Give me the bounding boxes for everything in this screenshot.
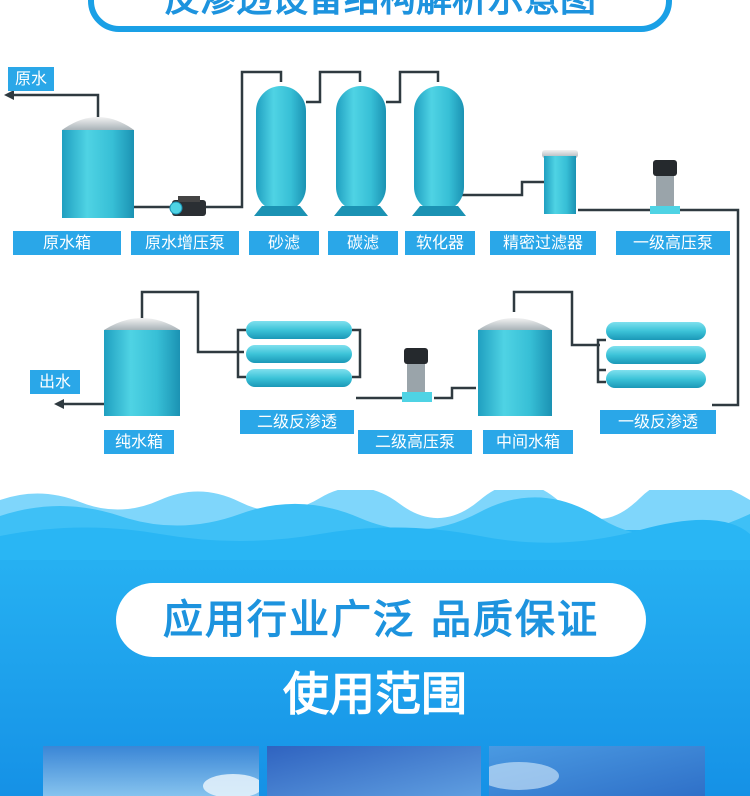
ro-membranes-1 (606, 322, 706, 388)
label-sand-filter: 砂滤 (249, 231, 319, 255)
label-raw-water-tank: 原水箱 (13, 231, 121, 255)
label-carbon-filter: 碳滤 (328, 231, 398, 255)
photo-sky-1 (43, 746, 259, 796)
label-pure-tank: 纯水箱 (104, 430, 174, 454)
high-pressure-pump-1 (650, 160, 680, 214)
flow-arrows (4, 90, 64, 409)
diagram-title: 反渗透设备结构解析示意图 (88, 0, 672, 32)
pure-water-tank (104, 318, 180, 416)
label-precision-filter: 精密过滤器 (490, 231, 596, 255)
precision-filter (542, 150, 578, 214)
label-pump-2: 二级高压泵 (358, 430, 472, 454)
sand-filter (254, 86, 308, 216)
high-pressure-pump-2 (402, 348, 432, 402)
process-diagram (4, 70, 740, 416)
label-middle-tank: 中间水箱 (483, 430, 573, 454)
photo-sky-2 (267, 746, 481, 796)
label-pump-1: 一级高压泵 (616, 231, 730, 255)
label-ro-2: 二级反渗透 (240, 410, 354, 434)
label-ro-1: 一级反渗透 (600, 410, 716, 434)
label-softener: 软化器 (405, 231, 475, 255)
photo-sky-3 (489, 746, 705, 796)
softener (412, 86, 466, 216)
usage-scope-title: 使用范围 (283, 667, 467, 721)
industry-slogan-pill: 应用行业广泛 品质保证 (116, 583, 646, 657)
label-raw-water-in: 原水 (8, 67, 54, 91)
carbon-filter (334, 86, 388, 216)
label-booster-pump: 原水增压泵 (131, 231, 239, 255)
raw-water-tank (62, 117, 134, 218)
ro-membranes-2 (246, 321, 352, 387)
middle-water-tank (478, 318, 552, 416)
label-water-out: 出水 (30, 370, 80, 394)
booster-pump (169, 196, 206, 216)
